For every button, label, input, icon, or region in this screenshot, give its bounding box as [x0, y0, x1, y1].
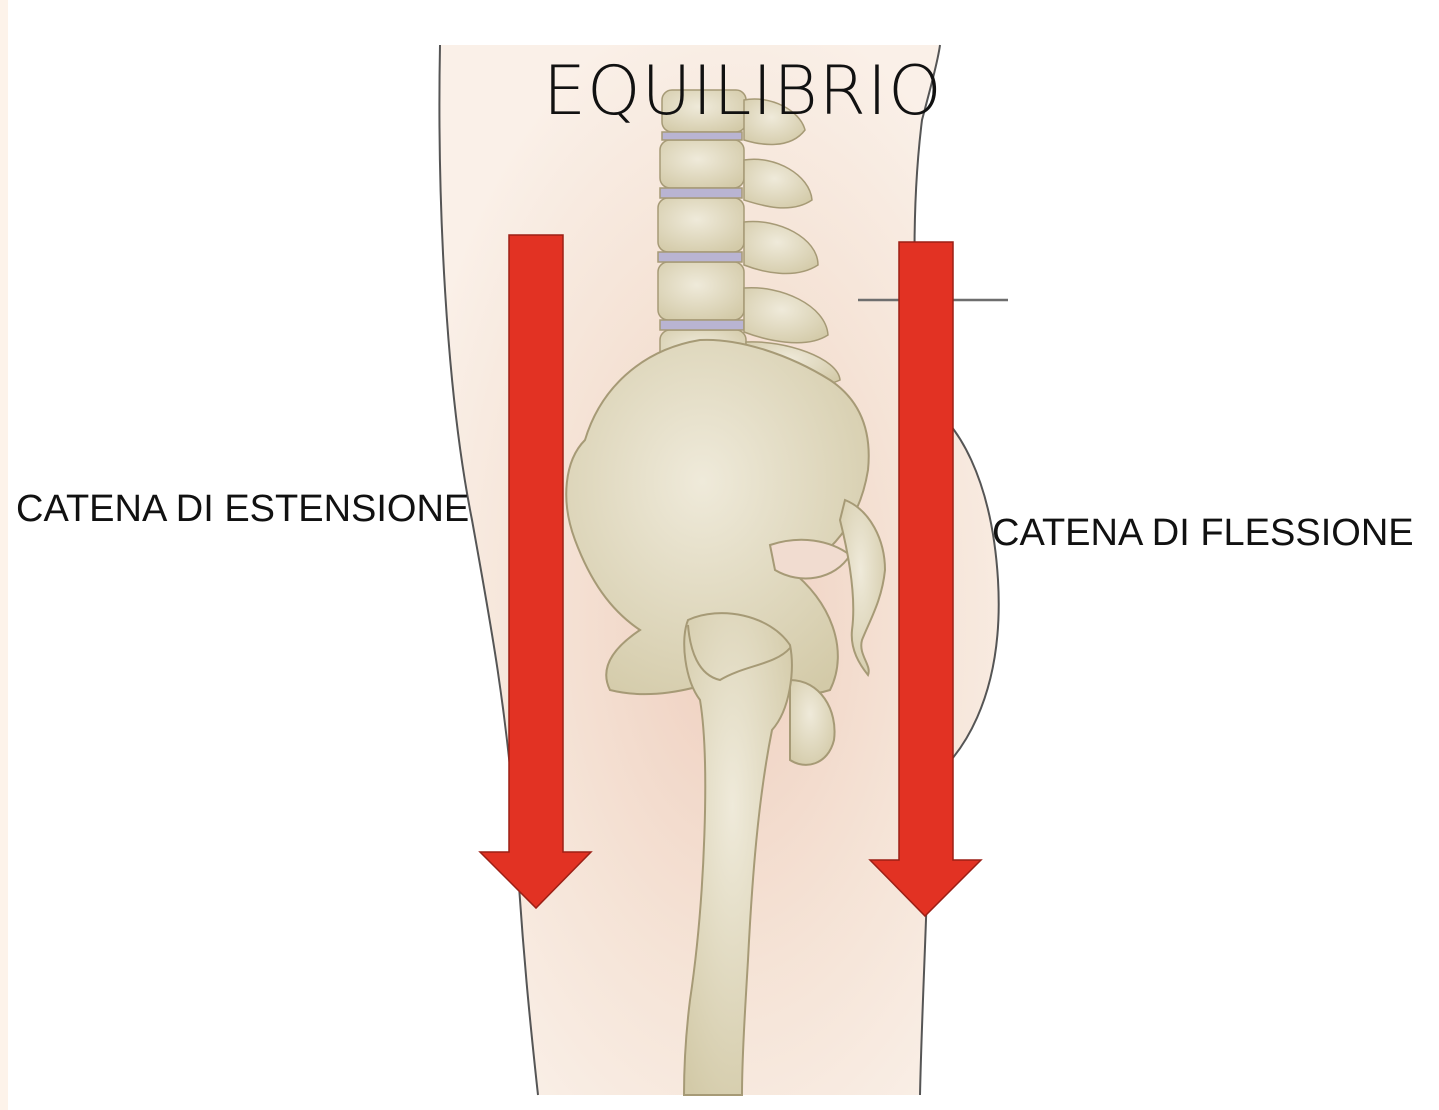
- diagram-title: EQUILIBRIO: [543, 58, 943, 126]
- flexion-chain-label: CATENA DI FLESSIONE: [992, 514, 1414, 552]
- extension-chain-label: CATENA DI ESTENSIONE: [16, 490, 469, 528]
